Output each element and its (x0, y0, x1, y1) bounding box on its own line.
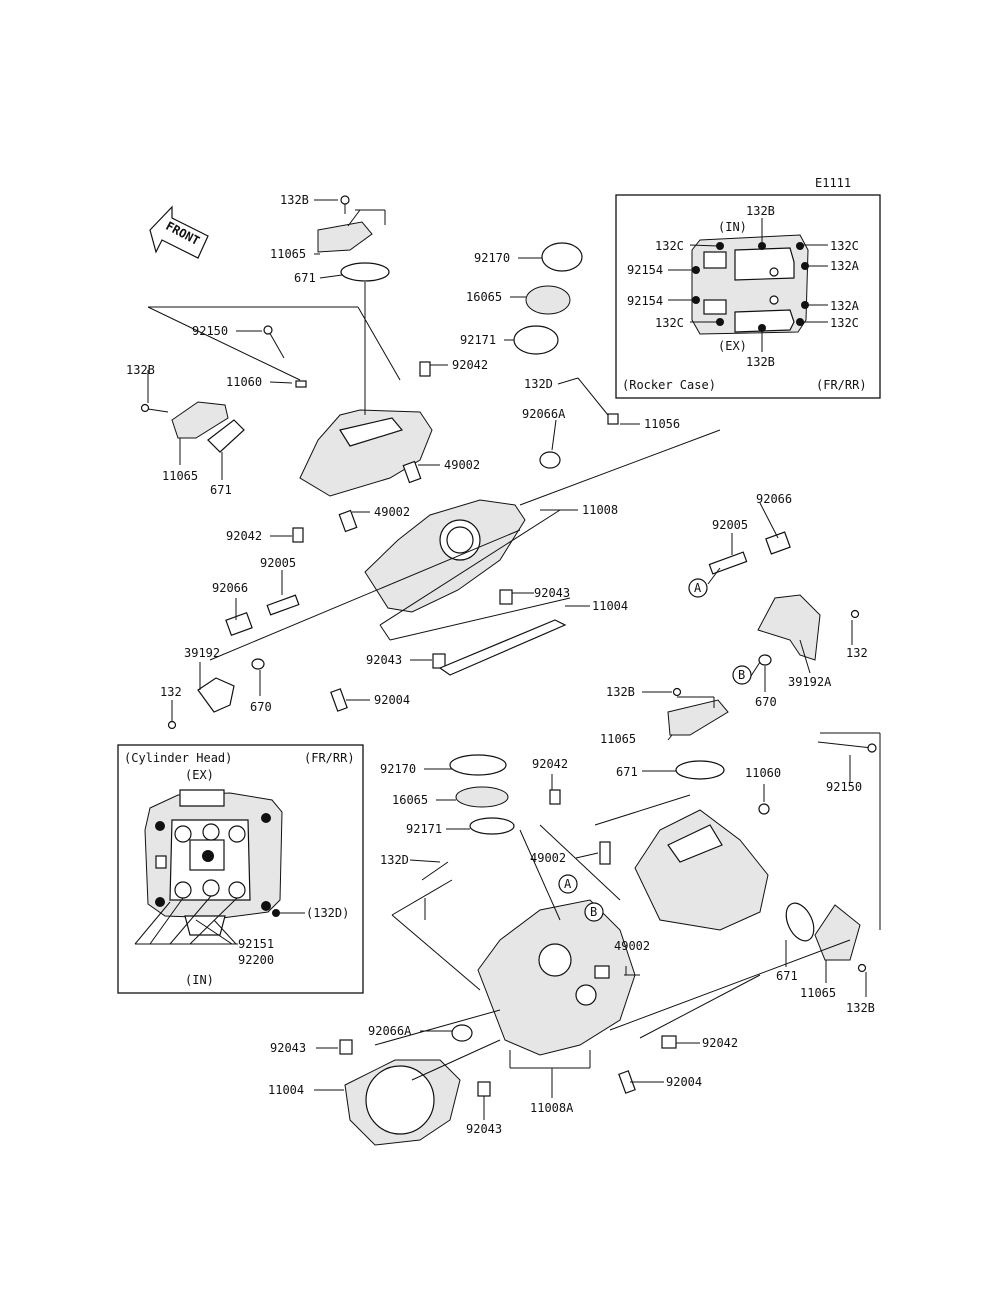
label-11008a: 11008A (530, 1101, 574, 1115)
callout-a-upper: A (688, 578, 708, 598)
leader-lines (147, 199, 881, 1120)
label-92043-upper-left: 92043 (366, 653, 402, 667)
callout-a-lower: A (558, 874, 578, 894)
label-92042-upper-left: 92042 (226, 529, 262, 543)
label-132b-lower-right: 132B (846, 1001, 875, 1015)
cylhead-side-ex: (EX) (185, 768, 214, 782)
label-11065-lower-mid: 11065 (600, 732, 636, 746)
label-92004-upper: 92004 (374, 693, 410, 707)
label-92066a-upper: 92066A (522, 407, 566, 421)
label-132b-lower-mid: 132B (606, 685, 635, 699)
rocker-label-132c-left-top: 132C (655, 239, 684, 253)
label-132d-upper: 132D (524, 377, 553, 391)
label-16065-lower: 16065 (392, 793, 428, 807)
rocker-inset-position: (FR/RR) (816, 378, 867, 392)
label-92066-right: 92066 (756, 492, 792, 506)
label-92043-lower-left: 92043 (270, 1041, 306, 1055)
label-11060-lower: 11060 (745, 766, 781, 780)
callout-b-upper: B (732, 665, 752, 685)
label-92005-left: 92005 (260, 556, 296, 570)
rocker-side-in: (IN) (718, 220, 747, 234)
cylhead-label-92151: 92151 (238, 937, 274, 951)
lower-assembly-drawing (339, 687, 877, 1146)
label-92042-upper-top: 92042 (452, 358, 488, 372)
front-arrow-icon: FRONT (149, 205, 209, 259)
label-92004-lower: 92004 (666, 1075, 702, 1089)
label-92150-upper: 92150 (192, 324, 228, 338)
label-11056: 11056 (644, 417, 680, 431)
label-49002-upper-right: 49002 (444, 458, 480, 472)
label-11065-left: 11065 (162, 469, 198, 483)
label-11065-lower-right: 11065 (800, 986, 836, 1000)
label-671-top: 671 (294, 271, 316, 285)
label-49002-upper-left: 49002 (374, 505, 410, 519)
label-16065-upper: 16065 (466, 290, 502, 304)
label-11004-upper: 11004 (592, 599, 628, 613)
label-132d-lower: 132D (380, 853, 409, 867)
label-671-lower-right: 671 (776, 969, 798, 983)
callout-b-lower: B (584, 902, 604, 922)
cylhead-label-92200: 92200 (238, 953, 274, 967)
label-49002-lower-mid: 49002 (614, 939, 650, 953)
label-132b-top: 132B (280, 193, 309, 207)
label-670-right: 670 (755, 695, 777, 709)
label-132-right: 132 (846, 646, 868, 660)
cylinder-head-inset: (Cylinder Head) (FR/RR) (EX) (117, 744, 364, 994)
cylinder-head-top-drawing (144, 789, 283, 936)
label-92042-lower-top: 92042 (532, 757, 568, 771)
rocker-label-132c-left-bottom: 132C (655, 316, 684, 330)
label-11060-upper: 11060 (226, 375, 262, 389)
rocker-case-drawing (691, 234, 809, 335)
label-11065-top: 11065 (270, 247, 306, 261)
rocker-case-inset: 132B (IN) 132C 132C 132A 92154 92154 132… (615, 194, 881, 399)
svg-text:A: A (694, 581, 702, 595)
rocker-label-132b-top: 132B (746, 204, 775, 218)
label-92043-upper-right: 92043 (534, 586, 570, 600)
label-92170-lower: 92170 (380, 762, 416, 776)
label-92150-lower: 92150 (826, 780, 862, 794)
diagram-code: E1111 (815, 176, 851, 190)
label-39192: 39192 (184, 646, 220, 660)
label-92042-lower-right: 92042 (702, 1036, 738, 1050)
label-671-left: 671 (210, 483, 232, 497)
rocker-label-132c-right-bottom: 132C (830, 316, 859, 330)
rocker-label-132b-bottom: 132B (746, 355, 775, 369)
rocker-side-ex: (EX) (718, 339, 747, 353)
label-92171-upper: 92171 (460, 333, 496, 347)
label-92066a-lower: 92066A (368, 1024, 412, 1038)
cylhead-inset-title: (Cylinder Head) (124, 751, 232, 765)
svg-text:A: A (564, 877, 572, 891)
label-92171-lower: 92171 (406, 822, 442, 836)
label-11008: 11008 (582, 503, 618, 517)
label-11004-lower: 11004 (268, 1083, 304, 1097)
label-132-left: 132 (160, 685, 182, 699)
svg-text:B: B (738, 668, 745, 682)
rocker-inset-title: (Rocker Case) (622, 378, 716, 392)
label-92066-left: 92066 (212, 581, 248, 595)
label-92170-upper: 92170 (474, 251, 510, 265)
part-labels: 132B 11065 671 92170 16065 92171 92150 9… (126, 193, 875, 1136)
upper-assembly-drawing (140, 195, 619, 730)
cylhead-side-in: (IN) (185, 973, 214, 987)
svg-text:B: B (590, 905, 597, 919)
label-670-left: 670 (250, 700, 272, 714)
rocker-label-92154-bottom: 92154 (627, 294, 663, 308)
rocker-label-132c-right-top: 132C (830, 239, 859, 253)
rocker-label-92154-top: 92154 (627, 263, 663, 277)
cylhead-label-132d: (132D) (306, 906, 349, 920)
label-39192a: 39192A (788, 675, 832, 689)
label-92005-right: 92005 (712, 518, 748, 532)
label-132b-left: 132B (126, 363, 155, 377)
label-671-lower-mid: 671 (616, 765, 638, 779)
rocker-label-132a-bottom: 132A (830, 299, 860, 313)
cylhead-inset-position: (FR/RR) (304, 751, 355, 765)
rocker-label-132a-top: 132A (830, 259, 860, 273)
right-fitting-drawing (708, 531, 860, 666)
label-49002-lower-top: 49002 (530, 851, 566, 865)
label-92043-lower-right: 92043 (466, 1122, 502, 1136)
